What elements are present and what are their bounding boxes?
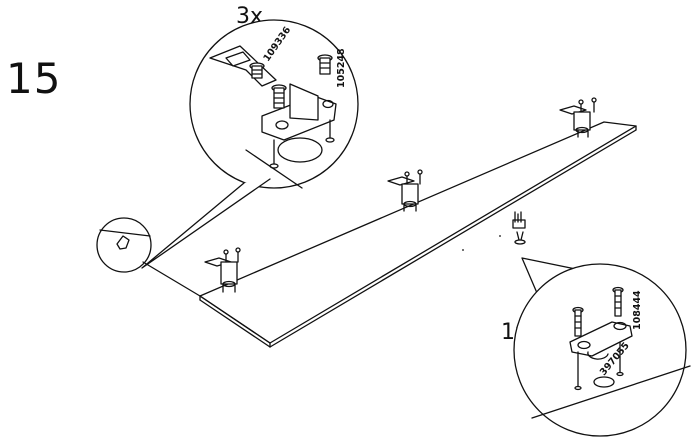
panel-hinge-1 [205,248,240,292]
detail-small [97,218,200,296]
part-screw-icon [318,55,332,74]
short-screw-icon [250,63,264,78]
panel-hinge-3 [560,98,596,137]
part-number-105248: 105248 [336,48,347,88]
bracket-screw-left-icon [573,308,583,390]
detail-top: 109336 105248 [142,20,358,268]
panel-hinge-2 [388,170,422,211]
detail-bottom: 108444 397055 [514,258,690,436]
panel-bracket [513,212,525,244]
door-panel [200,122,636,347]
long-screw-icon [272,85,286,108]
step-number: 15 [6,54,62,103]
part-number-108444: 108444 [632,290,643,330]
bracket-screw-right-icon [613,288,623,376]
